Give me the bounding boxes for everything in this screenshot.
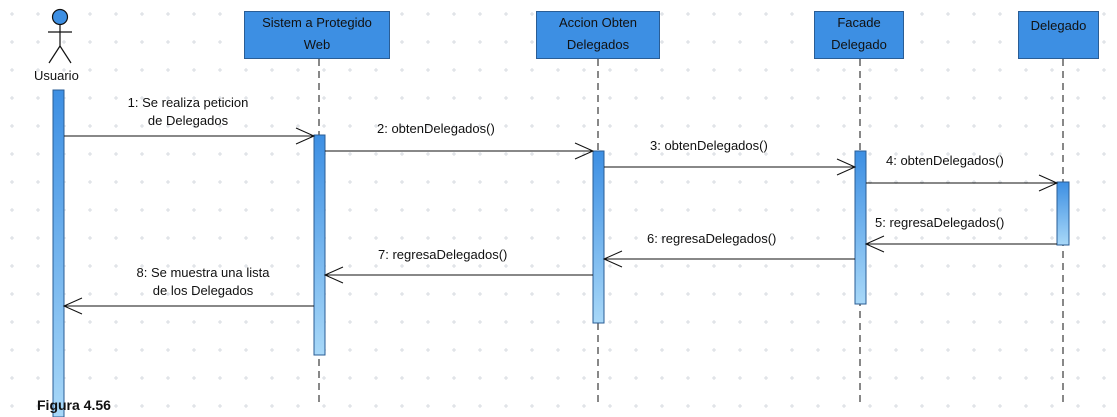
- stick-figure-actor-icon: [48, 8, 72, 64]
- lifeline-accion-obten-delegados[interactable]: Accion Obten Delegados: [536, 11, 660, 59]
- arrowhead-5: [864, 235, 885, 253]
- arrowhead-7: [323, 266, 344, 284]
- arrowhead-6: [602, 250, 623, 268]
- lifeline-label: Delegado: [1030, 18, 1087, 33]
- message-text: de los Delegados: [152, 283, 254, 298]
- activation-bar-sistema: [313, 134, 326, 356]
- lifeline-label: Delegados: [566, 37, 630, 52]
- message-label-1: 1: Se realiza peticion de Delegados: [98, 94, 278, 130]
- lifeline-label: Sistem a Protegido: [262, 15, 372, 30]
- message-label-5: 5: regresaDelegados(): [875, 215, 1005, 230]
- arrowhead-4: [1038, 174, 1059, 192]
- message-text: 8: Se muestra una lista: [136, 265, 270, 280]
- message-text: de Delegados: [147, 113, 229, 128]
- activation-bars: [52, 89, 1070, 417]
- message-label-3: 3: obtenDelegados(): [650, 138, 768, 153]
- message-label-2: 2: obtenDelegados(): [377, 121, 495, 136]
- arrowhead-3: [836, 158, 857, 176]
- message-label-8: 8: Se muestra una lista de los Delegados: [118, 264, 288, 300]
- arrowhead-2: [574, 142, 595, 160]
- actor-label: Usuario: [34, 68, 79, 83]
- message-text: 1: Se realiza peticion: [127, 95, 249, 110]
- lifeline-label: Web: [303, 37, 331, 52]
- lifeline-facade-delegado[interactable]: Facade Delegado: [814, 11, 904, 59]
- lifeline-label: Accion Obten: [558, 15, 638, 30]
- message-label-6: 6: regresaDelegados(): [647, 231, 777, 246]
- activation-bar-delegado: [1056, 181, 1070, 246]
- lifeline-sistema-protegido-web[interactable]: Sistem a Protegido Web: [244, 11, 390, 59]
- message-label-4: 4: obtenDelegados(): [886, 153, 1004, 168]
- figure-caption: Figura 4.56: [37, 397, 111, 413]
- lifeline-label: Facade: [837, 15, 881, 30]
- activation-bar-facade: [854, 150, 867, 305]
- activation-bar-usuario: [52, 89, 65, 417]
- lifeline-label: Delegado: [831, 37, 887, 52]
- arrowhead-8: [62, 297, 83, 315]
- message-arrows: [62, 127, 1059, 315]
- arrowhead-1: [295, 127, 316, 145]
- lifeline-delegado[interactable]: Delegado: [1018, 11, 1099, 59]
- activation-bar-accion: [592, 150, 605, 324]
- message-label-7: 7: regresaDelegados(): [378, 247, 508, 262]
